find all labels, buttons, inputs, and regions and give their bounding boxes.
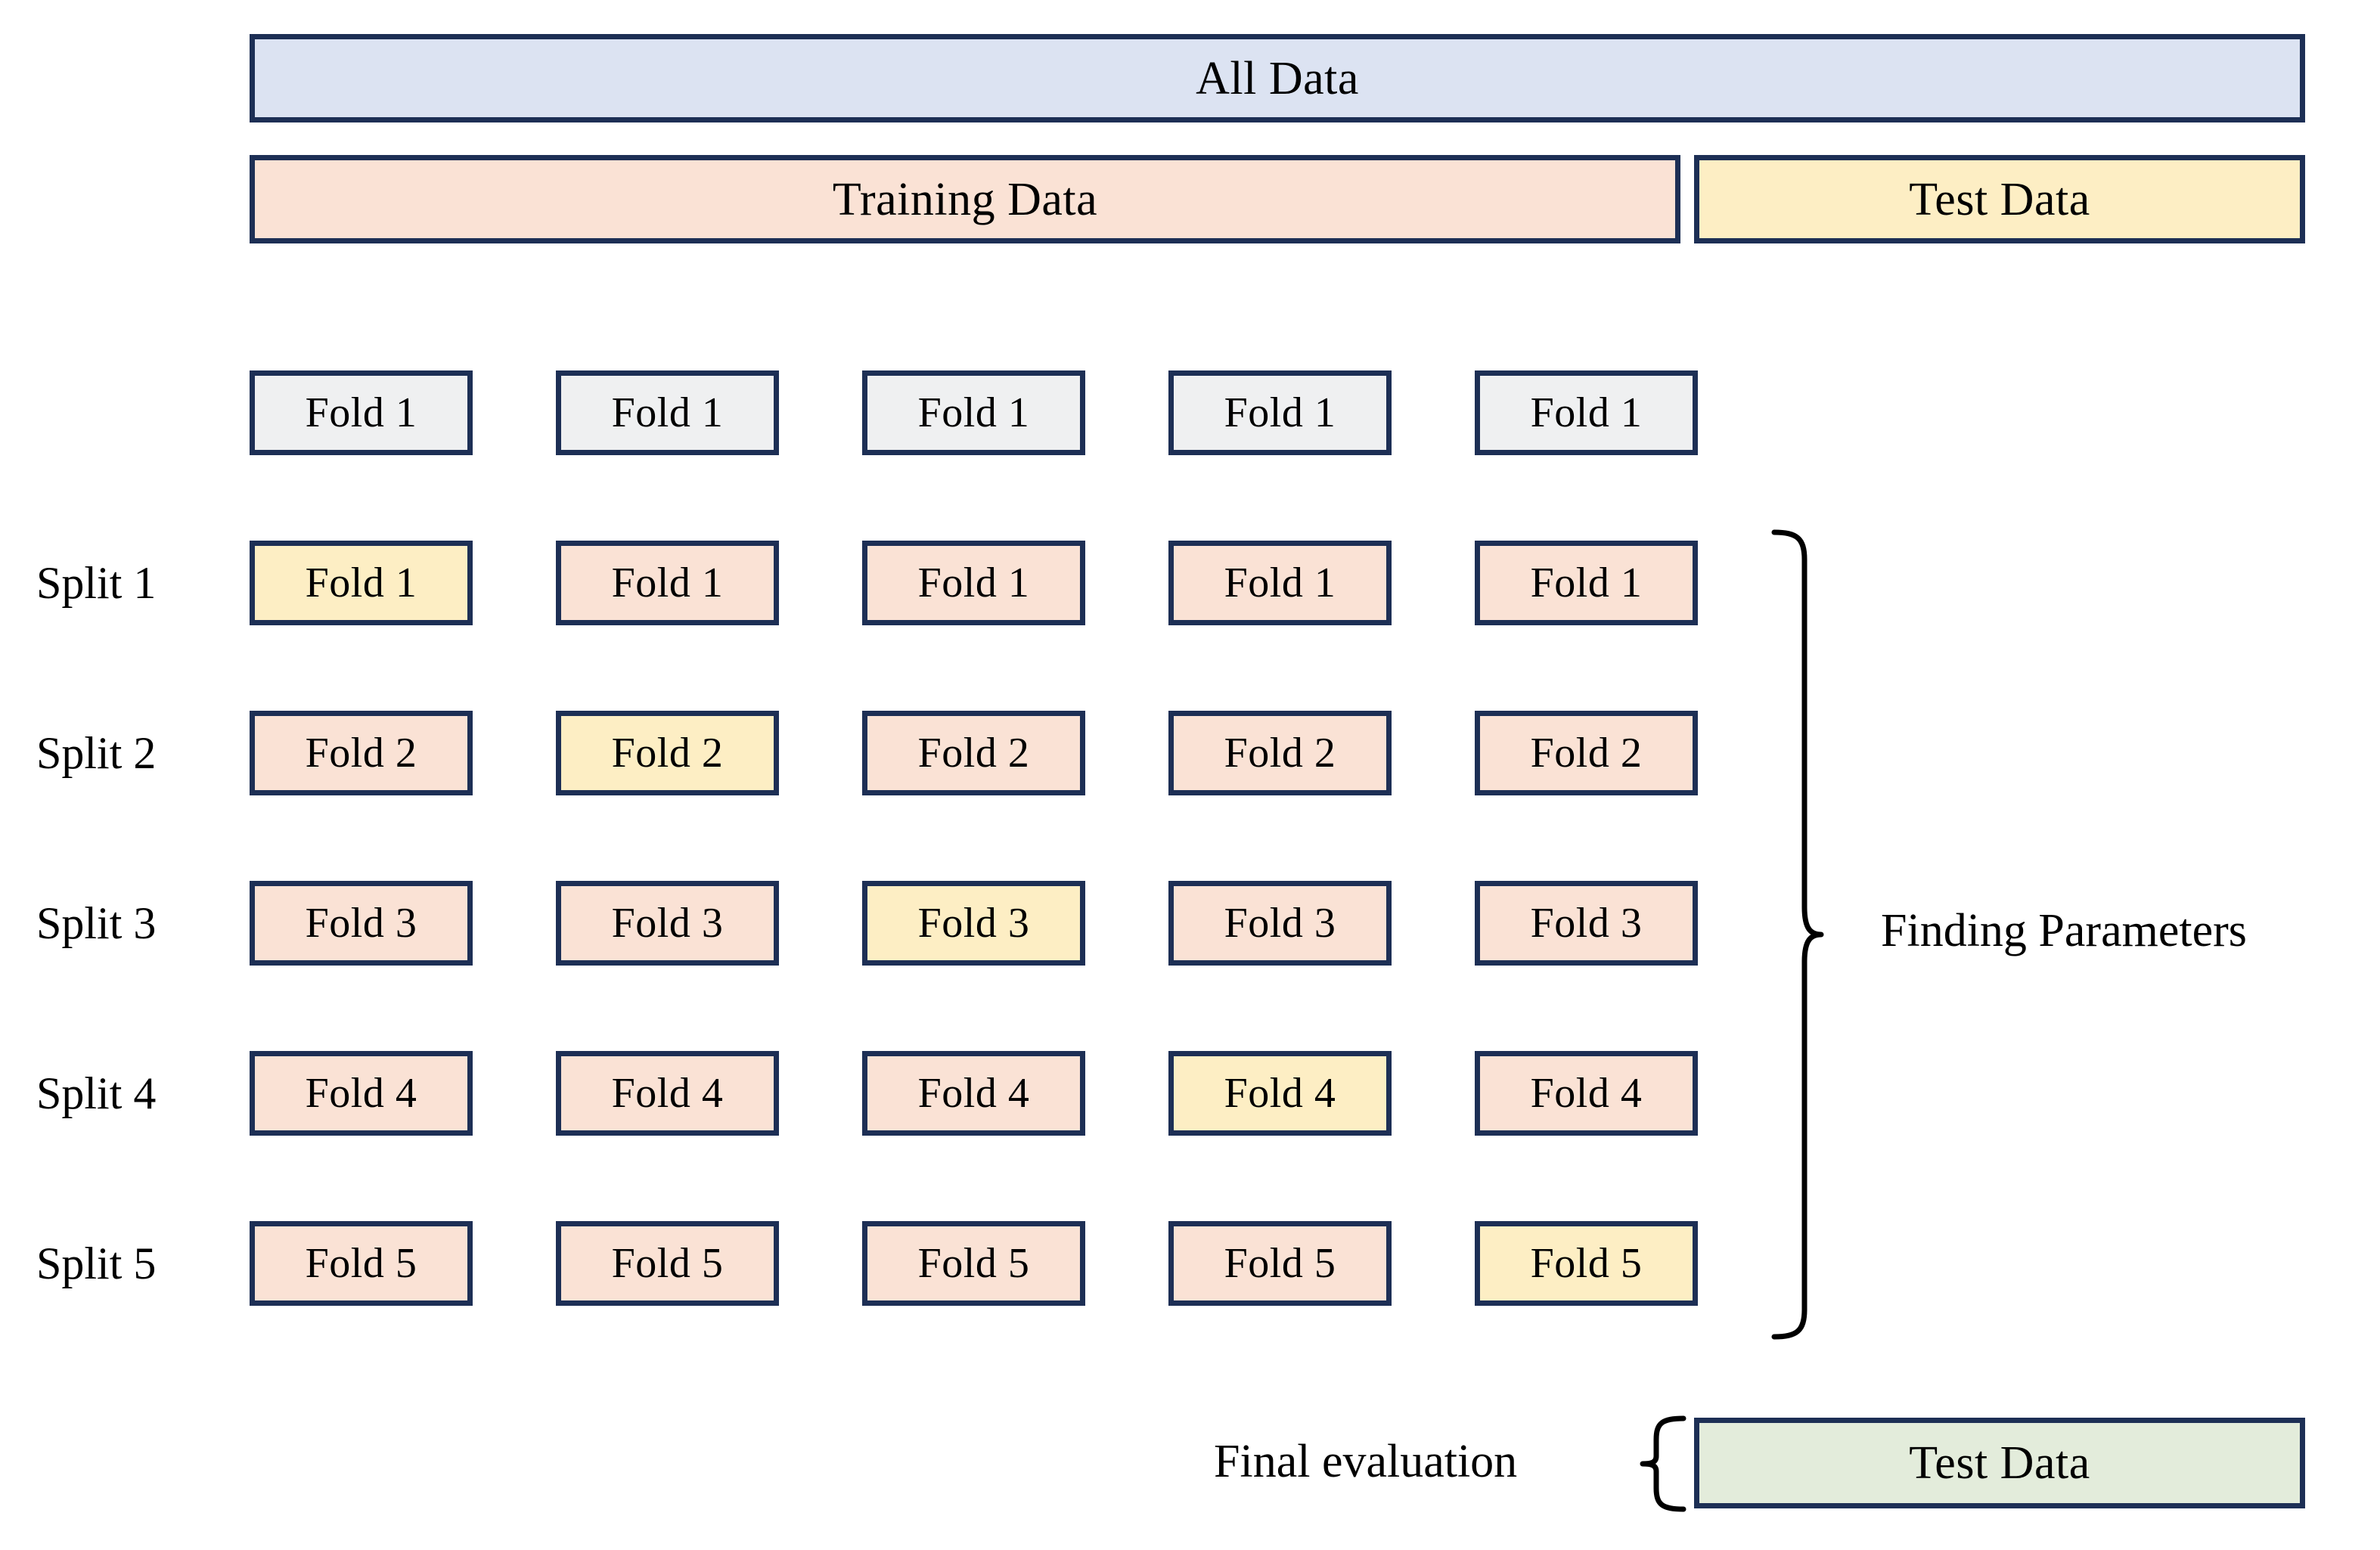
fold-cell-s1-c5-train: Fold 1 (1475, 541, 1698, 625)
fold-cell-s3-c5-train: Fold 3 (1475, 881, 1698, 966)
all-data-label: All Data (1196, 52, 1359, 104)
fold-label: Fold 2 (1224, 730, 1336, 777)
curly-brace-left-icon (1640, 1415, 1686, 1512)
fold-cell-s1-c3-train: Fold 1 (862, 541, 1085, 625)
fold-label: Fold 5 (611, 1240, 724, 1287)
final-test-data-label: Test Data (1909, 1437, 2090, 1489)
fold-cell-s5-c5-validation: Fold 5 (1475, 1221, 1698, 1306)
curly-brace-right-icon (1771, 529, 1824, 1340)
split-row-label-3: Split 3 (36, 897, 157, 948)
training-data-label: Training Data (832, 173, 1098, 225)
fold-cell-s3-c3-validation: Fold 3 (862, 881, 1085, 966)
fold-header-cell-3: Fold 1 (862, 370, 1085, 455)
fold-label: Fold 4 (1530, 1070, 1643, 1117)
fold-label: Fold 1 (305, 560, 417, 606)
fold-label: Fold 3 (1530, 900, 1643, 947)
fold-cell-s1-c2-train: Fold 1 (556, 541, 779, 625)
fold-cell-s4-c3-train: Fold 4 (862, 1051, 1085, 1136)
split-row-label-1: Split 1 (36, 557, 157, 608)
fold-label: Fold 3 (611, 900, 724, 947)
fold-label: Fold 2 (305, 730, 417, 777)
fold-cell-s3-c4-train: Fold 3 (1168, 881, 1392, 966)
fold-cell-s2-c3-train: Fold 2 (862, 711, 1085, 795)
fold-cell-s1-c1-validation: Fold 1 (250, 541, 473, 625)
fold-cell-s5-c4-train: Fold 5 (1168, 1221, 1392, 1306)
fold-cell-s4-c5-train: Fold 4 (1475, 1051, 1698, 1136)
fold-label: Fold 4 (305, 1070, 417, 1117)
fold-cell-s5-c3-train: Fold 5 (862, 1221, 1085, 1306)
fold-cell-s2-c2-validation: Fold 2 (556, 711, 779, 795)
fold-label: Fold 4 (1224, 1070, 1336, 1117)
fold-label: Fold 1 (1224, 560, 1336, 606)
fold-cell-s2-c5-train: Fold 2 (1475, 711, 1698, 795)
fold-label: Fold 5 (1224, 1240, 1336, 1287)
fold-cell-s4-c1-train: Fold 4 (250, 1051, 473, 1136)
fold-header-cell-4: Fold 1 (1168, 370, 1392, 455)
fold-cell-s4-c4-validation: Fold 4 (1168, 1051, 1392, 1136)
fold-label: Fold 1 (611, 560, 724, 606)
fold-cell-s1-c4-train: Fold 1 (1168, 541, 1392, 625)
finding-parameters-brace (1771, 529, 1824, 1340)
final-test-data-box: Test Data (1694, 1418, 2305, 1508)
fold-label: Fold 2 (611, 730, 724, 777)
all-data-bar: All Data (250, 34, 2305, 122)
fold-header-cell-1: Fold 1 (250, 370, 473, 455)
final-evaluation-brace (1640, 1415, 1686, 1512)
fold-label: Fold 3 (917, 900, 1030, 947)
fold-label: Fold 5 (305, 1240, 417, 1287)
finding-parameters-label: Finding Parameters (1881, 905, 2247, 956)
fold-header-cell-2: Fold 1 (556, 370, 779, 455)
fold-label: Fold 4 (917, 1070, 1030, 1117)
final-evaluation-label: Final evaluation (1214, 1436, 1518, 1487)
fold-label: Fold 1 (1224, 389, 1336, 436)
test-data-bar: Test Data (1694, 155, 2305, 243)
fold-label: Fold 1 (305, 389, 417, 436)
fold-label: Fold 1 (917, 560, 1030, 606)
split-row-label-4: Split 4 (36, 1068, 157, 1118)
fold-label: Fold 1 (917, 389, 1030, 436)
fold-label: Fold 2 (1530, 730, 1643, 777)
fold-cell-s2-c4-train: Fold 2 (1168, 711, 1392, 795)
fold-label: Fold 3 (305, 900, 417, 947)
fold-label: Fold 5 (917, 1240, 1030, 1287)
fold-label: Fold 4 (611, 1070, 724, 1117)
fold-label: Fold 1 (1530, 389, 1643, 436)
fold-cell-s2-c1-train: Fold 2 (250, 711, 473, 795)
split-row-label-5: Split 5 (36, 1238, 157, 1288)
fold-label: Fold 1 (611, 389, 724, 436)
fold-label: Fold 2 (917, 730, 1030, 777)
fold-label: Fold 1 (1530, 560, 1643, 606)
training-data-bar: Training Data (250, 155, 1680, 243)
fold-cell-s5-c1-train: Fold 5 (250, 1221, 473, 1306)
test-data-label: Test Data (1909, 173, 2090, 225)
fold-cell-s3-c1-train: Fold 3 (250, 881, 473, 966)
fold-label: Fold 3 (1224, 900, 1336, 947)
fold-header-cell-5: Fold 1 (1475, 370, 1698, 455)
split-row-label-2: Split 2 (36, 727, 157, 778)
fold-cell-s4-c2-train: Fold 4 (556, 1051, 779, 1136)
fold-label: Fold 5 (1530, 1240, 1643, 1287)
fold-cell-s3-c2-train: Fold 3 (556, 881, 779, 966)
fold-cell-s5-c2-train: Fold 5 (556, 1221, 779, 1306)
